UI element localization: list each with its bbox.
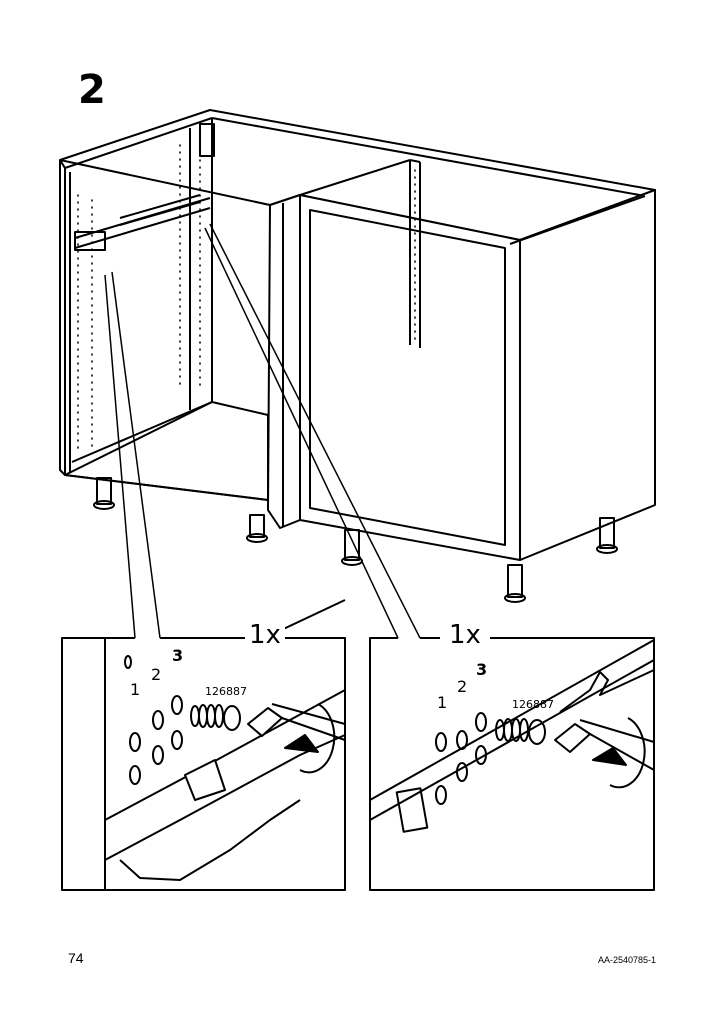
quantity-label-left: 1x <box>245 622 285 648</box>
cabinet-frame-icon <box>59 109 656 603</box>
hole-label-3: 3 <box>476 660 487 679</box>
document-id: AA-2540785-1 <box>597 955 656 965</box>
hole-label-2: 2 <box>151 665 161 684</box>
detail-left: 1 2 3 126887 <box>61 599 346 891</box>
part-number-label: 126887 <box>205 685 247 698</box>
screw-icon <box>190 704 241 731</box>
rotation-arrow-icon <box>592 717 646 789</box>
step-number: 2 <box>78 67 106 113</box>
hole-label-1: 1 <box>130 680 140 699</box>
screwdriver-icon <box>247 703 346 741</box>
detail-right: 1 2 3 126887 <box>369 637 655 891</box>
part-number-label: 126887 <box>512 698 554 711</box>
rotation-arrow-icon <box>284 703 336 774</box>
hole-label-3: 3 <box>172 646 183 665</box>
quantity-label-right: 1x <box>445 622 485 648</box>
hole-label-1: 1 <box>437 693 447 712</box>
hole-label-2: 2 <box>457 677 467 696</box>
screw-icon <box>495 718 546 745</box>
page-number: 74 <box>68 950 84 966</box>
